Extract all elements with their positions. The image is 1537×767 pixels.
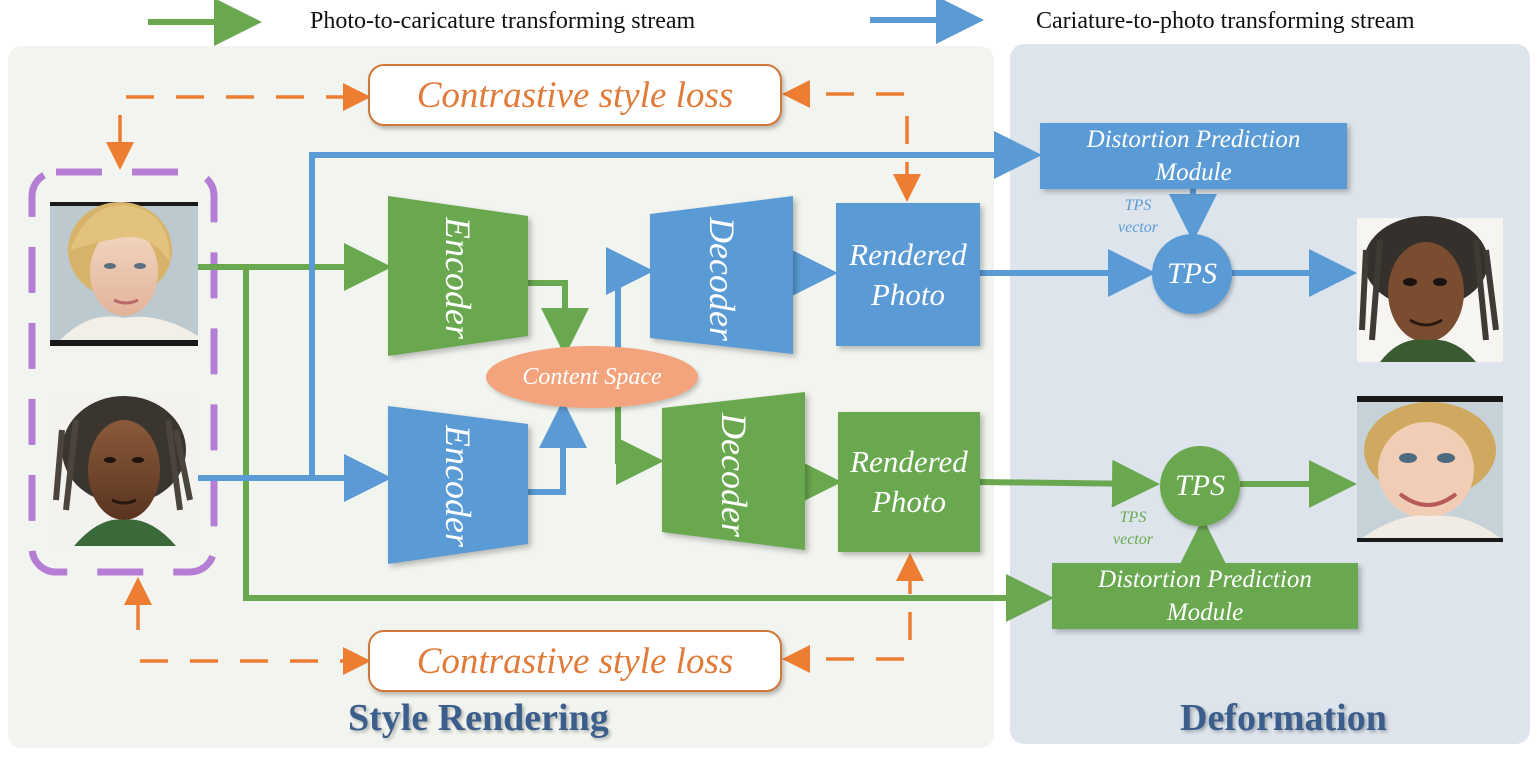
green-bypass-to-dpm-arrow [243,267,1054,622]
loss-top-left-arrow [106,83,371,170]
dpm-bottom-line1: Distortion Prediction [1098,566,1312,593]
content-space-node: Content Space [486,346,698,408]
tps-node-top: TPS [1152,234,1232,314]
style-rendering-title: Style Rendering [348,697,609,739]
contrastive-loss-top: Contrastive style loss [368,64,782,126]
tps-vector-bottom-label: TPS vector [1093,507,1173,551]
output-photo-image [1357,396,1503,542]
input-photo-image [50,202,198,346]
blue-content-to-decoder-arrow [606,247,654,356]
tps-vector-bottom-line1: TPS [1119,509,1147,526]
input-domain-box [28,168,218,576]
legend-green-label: Photo-to-caricature transforming stream [310,8,696,34]
rendered-top-line1: Rendered [849,236,967,272]
loss-bottom-left-arrow [124,577,371,675]
green-encoder-to-content-arrow [528,280,589,356]
encoder-top-label: Encoder [438,217,478,339]
tps-vector-top-line1: TPS [1124,197,1152,214]
tps-vector-bottom-line2: vector [1113,531,1153,548]
distortion-prediction-module-bottom: Distortion Prediction Module [1052,563,1358,629]
rendered-bottom-line1: Rendered [850,444,968,479]
encoder-bottom-label: Encoder [438,425,478,547]
loss-bottom-right-arrow [782,553,924,673]
encoder-bottom-shape [388,406,528,564]
distortion-prediction-module-top: Distortion Prediction Module [1040,123,1347,189]
tps-node-bottom: TPS [1160,446,1240,526]
decoder-top-shape [650,196,793,354]
loss-top-right-arrow [782,80,921,202]
tps-vector-top-label: TPS vector [1098,195,1178,239]
blue-bypass-to-dpm-arrow [309,131,1042,478]
dpm-top-line1: Distortion Prediction [1086,126,1301,153]
blue-encoder-to-content-arrow [528,400,587,495]
legend-blue-label: Cariature-to-photo transforming stream [1036,8,1415,34]
green-rendered-to-tps-arrow [979,459,1160,508]
contrastive-loss-bottom: Contrastive style loss [368,630,782,692]
tps-vector-top-line2: vector [1118,219,1158,236]
rendered-photo-top: Rendered Photo [836,203,980,346]
decoder-bottom-label: Decoder [714,413,754,537]
rendered-top-line2: Photo [870,276,946,312]
dpm-bottom-line2: Module [1166,599,1244,626]
encoder-top-shape [388,196,528,356]
rendered-photo-bottom: Rendered Photo [838,412,980,552]
decoder-bottom-shape [662,392,805,550]
decoder-top-label: Decoder [702,217,742,341]
input-caricature-image [50,396,198,546]
rendered-bottom-line2: Photo [871,484,947,519]
deformation-title: Deformation [1180,697,1387,739]
dpm-top-line2: Module [1155,159,1232,186]
output-caricature-image [1357,216,1503,362]
green-content-to-decoder-arrow [615,400,664,485]
